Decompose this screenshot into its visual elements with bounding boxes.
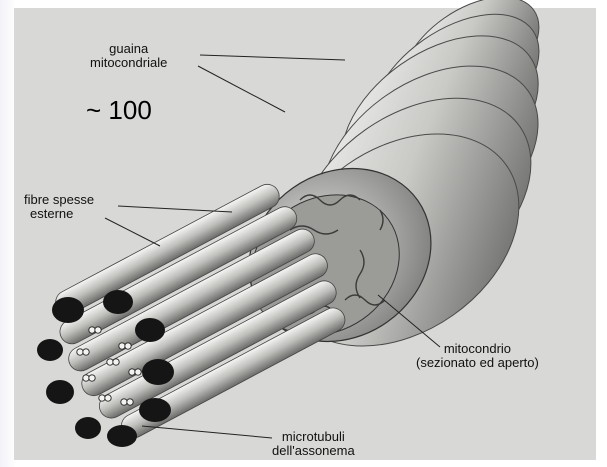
label-mitochondrial-sheath: guaina mitocondriale — [90, 42, 167, 70]
label-outer-dense-fibers: fibre spesse esterne — [24, 193, 94, 221]
approx-count-label: ~ 100 — [86, 95, 152, 125]
label-line: microtubuli — [272, 430, 355, 444]
leader-guaina-2 — [198, 66, 285, 112]
fiber-section — [75, 417, 101, 439]
label-line: mitocondriale — [90, 56, 167, 70]
label-line: mitocondrio — [416, 342, 539, 356]
fiber-section — [107, 425, 137, 447]
label-line: dell'assonema — [272, 444, 355, 458]
fiber-section — [37, 339, 63, 361]
leader-fibre-1 — [118, 206, 232, 212]
leader-guaina-1 — [200, 55, 345, 60]
fiber-section — [135, 318, 165, 342]
leader-micro — [142, 426, 272, 438]
fiber-section — [142, 359, 174, 385]
label-axoneme-microtubules: microtubuli dell'assonema — [272, 430, 355, 458]
label-mitochondrion: mitocondrio (sezionato ed aperto) — [416, 342, 539, 370]
label-line: (sezionato ed aperto) — [416, 356, 539, 370]
fiber-section — [139, 398, 171, 422]
fiber-section — [52, 297, 84, 323]
label-line: esterne — [24, 207, 94, 221]
label-line: guaina — [90, 42, 167, 56]
fiber-section — [46, 380, 74, 404]
label-line: fibre spesse — [24, 193, 94, 207]
leader-fibre-2 — [105, 218, 160, 246]
fiber-section — [103, 290, 133, 314]
